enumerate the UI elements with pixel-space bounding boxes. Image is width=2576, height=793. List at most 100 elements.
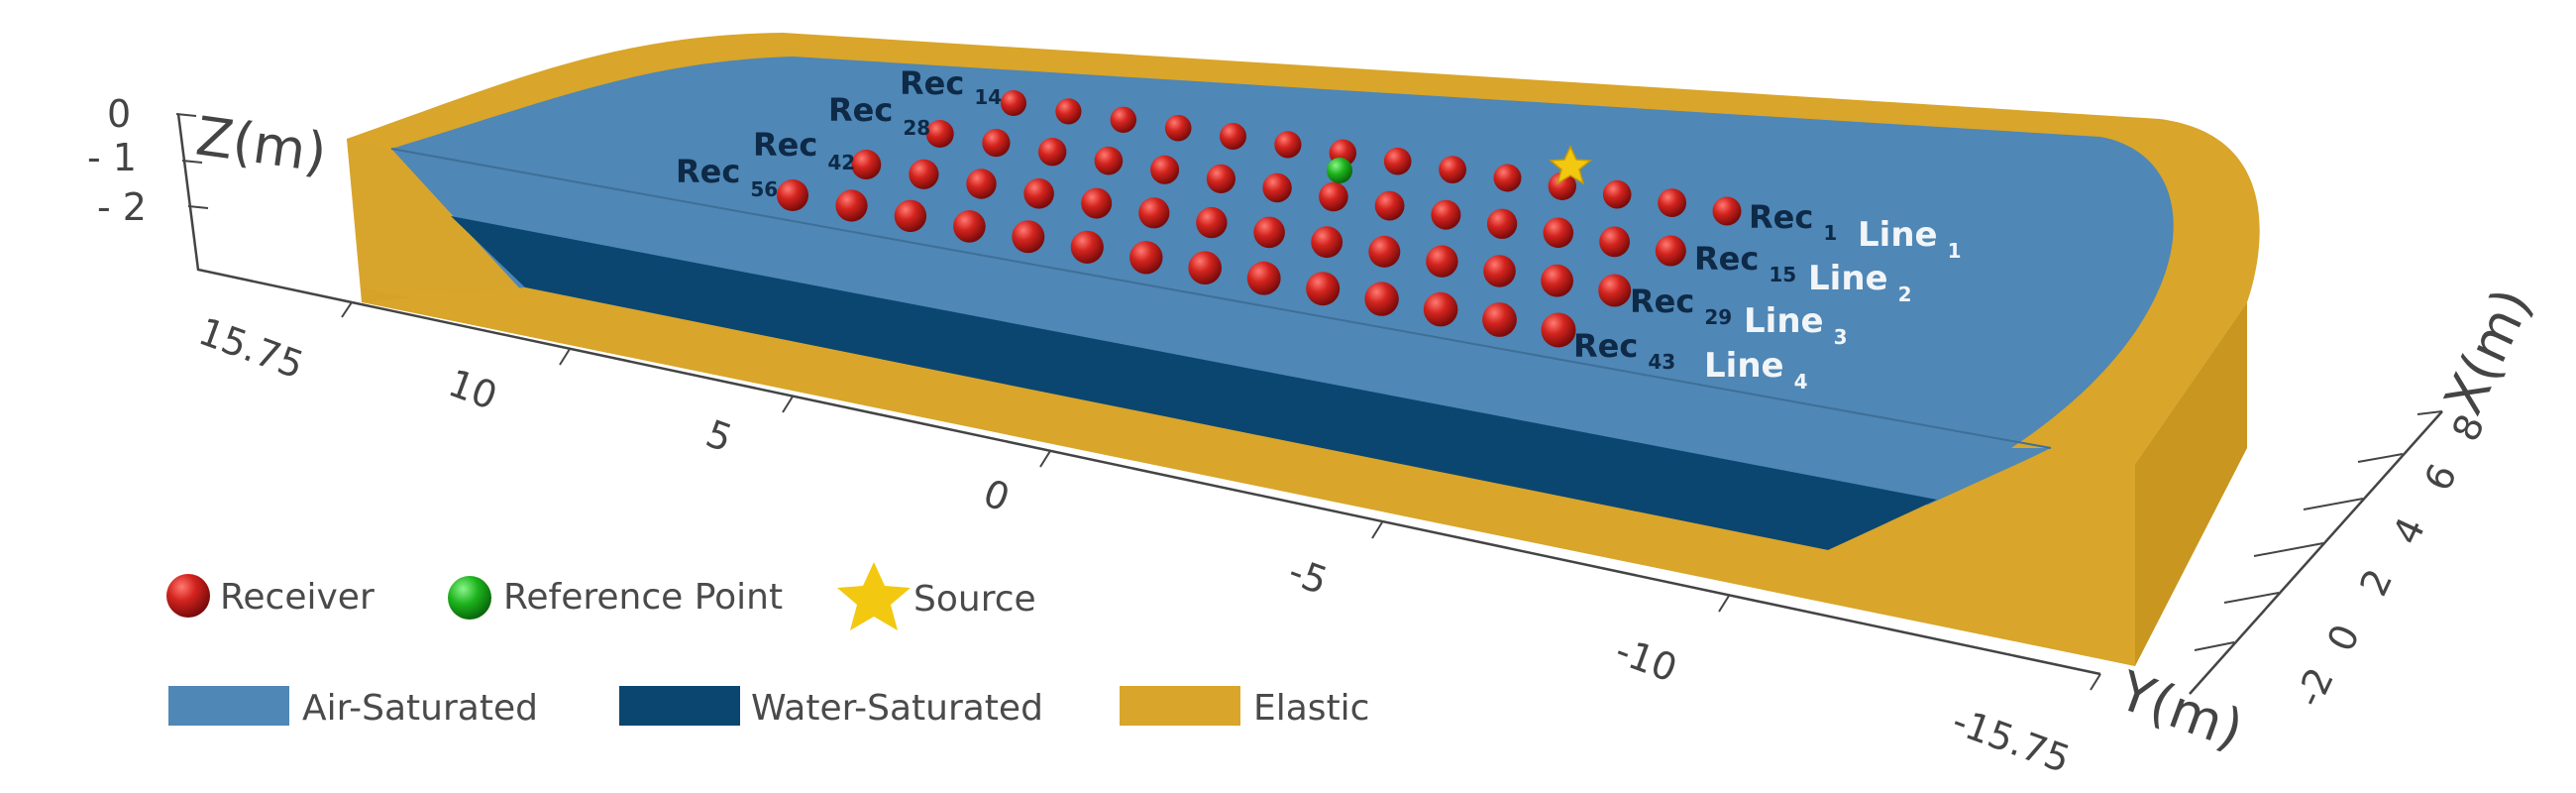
legend-receiver-label: Receiver <box>220 577 375 618</box>
receiver-grid <box>777 90 1742 348</box>
receiver-marker <box>1206 164 1235 193</box>
receiver-marker <box>1188 251 1222 284</box>
air-surface-edge <box>390 148 2052 449</box>
receiver-marker <box>1374 190 1405 221</box>
receiver-marker <box>1543 217 1574 249</box>
receiver-marker <box>1110 106 1137 133</box>
z-tick-label: 0 <box>107 92 131 136</box>
elastic-left-face <box>347 139 525 294</box>
x-tick-label: -2 <box>2287 661 2342 714</box>
receiver-marker <box>1070 230 1104 264</box>
receiver-marker <box>1081 187 1113 219</box>
receiver-marker <box>1150 155 1180 184</box>
legend-water-swatch <box>619 686 740 726</box>
receiver-marker <box>953 210 986 243</box>
receiver-marker <box>1383 147 1412 175</box>
receiver-marker <box>1486 208 1518 239</box>
receiver-marker <box>1598 274 1632 307</box>
legend-air-swatch <box>168 686 289 726</box>
receiver-marker <box>1712 196 1742 226</box>
receiver-marker <box>1055 98 1082 125</box>
reference-point-marker <box>1327 158 1352 183</box>
y-tick-label: 15.75 <box>193 309 309 388</box>
receiver-marker <box>1482 302 1517 337</box>
receiver-marker <box>1483 255 1516 287</box>
receiver-marker <box>1262 172 1292 203</box>
receiver-marker <box>1368 235 1401 268</box>
receiver-marker <box>1658 188 1686 218</box>
legend-reference-marker <box>448 576 491 620</box>
legend-source-marker <box>837 562 911 630</box>
receiver-marker <box>1306 272 1341 306</box>
elastic-end-face <box>2135 302 2247 666</box>
receiver-marker <box>835 189 868 222</box>
x-tick-label: 2 <box>2351 562 2401 603</box>
receiver-marker <box>1548 171 1577 200</box>
receiver-marker <box>1001 90 1026 116</box>
receiver-marker <box>1439 156 1466 184</box>
receiver-marker <box>777 179 808 211</box>
z-tick-label: - 1 <box>87 136 137 179</box>
receiver-marker <box>1023 178 1054 209</box>
receiver-marker <box>1599 226 1630 258</box>
receiver-marker <box>1196 206 1228 239</box>
receiver-marker <box>1164 114 1192 142</box>
y-tick-label: -10 <box>1610 628 1682 691</box>
y-tick-label: -5 <box>1283 549 1334 603</box>
receiver-marker <box>982 129 1011 158</box>
x-tick-label: 0 <box>2318 618 2368 658</box>
y-tick-label: 5 <box>700 411 738 461</box>
receiver-marker <box>966 169 997 199</box>
receiver-marker <box>1038 138 1067 167</box>
receiver-marker <box>1655 235 1686 267</box>
receiver-marker <box>1364 282 1399 316</box>
legend-source-label: Source <box>913 579 1036 620</box>
receiver-marker <box>1138 197 1170 229</box>
receiver-marker <box>1253 216 1285 249</box>
receiver-marker <box>1220 123 1246 150</box>
receiver-marker <box>1541 312 1576 348</box>
source-star-marker <box>1549 145 1592 185</box>
receiver-marker <box>894 199 927 233</box>
z-tick-label: - 2 <box>97 185 147 229</box>
receiver-marker <box>1319 181 1348 212</box>
receiver-marker <box>1541 264 1573 297</box>
water-saturated-layer <box>451 216 1937 550</box>
legend-receiver-marker <box>166 574 210 618</box>
receiver-marker <box>1012 220 1045 254</box>
x-axis-title: X(m) <box>2432 279 2544 423</box>
receiver-marker <box>1423 291 1458 327</box>
receiver-marker <box>925 120 954 148</box>
receiver-marker <box>1493 164 1522 192</box>
receiver-marker <box>851 150 882 179</box>
legend-air-label: Air-Saturated <box>302 688 538 729</box>
z-axis: 0 - 1 - 2 Z(m) <box>87 92 353 304</box>
x-tick-label: 4 <box>2384 510 2433 551</box>
air-saturated-surface <box>391 57 2174 506</box>
receiver-marker <box>1129 241 1163 275</box>
x-tick-label: 6 <box>2415 457 2465 498</box>
receiver-marker <box>1426 245 1458 278</box>
legend-reference-label: Reference Point <box>503 577 783 618</box>
receiver-marker <box>1311 226 1343 259</box>
y-axis-title: Y(m) <box>2110 659 2252 761</box>
receiver-marker <box>1246 261 1281 295</box>
z-axis-title: Z(m) <box>192 104 330 184</box>
legend-elastic-label: Elastic <box>1253 688 1369 729</box>
receiver-marker <box>1094 146 1124 175</box>
legend-elastic-swatch <box>1120 686 1240 726</box>
